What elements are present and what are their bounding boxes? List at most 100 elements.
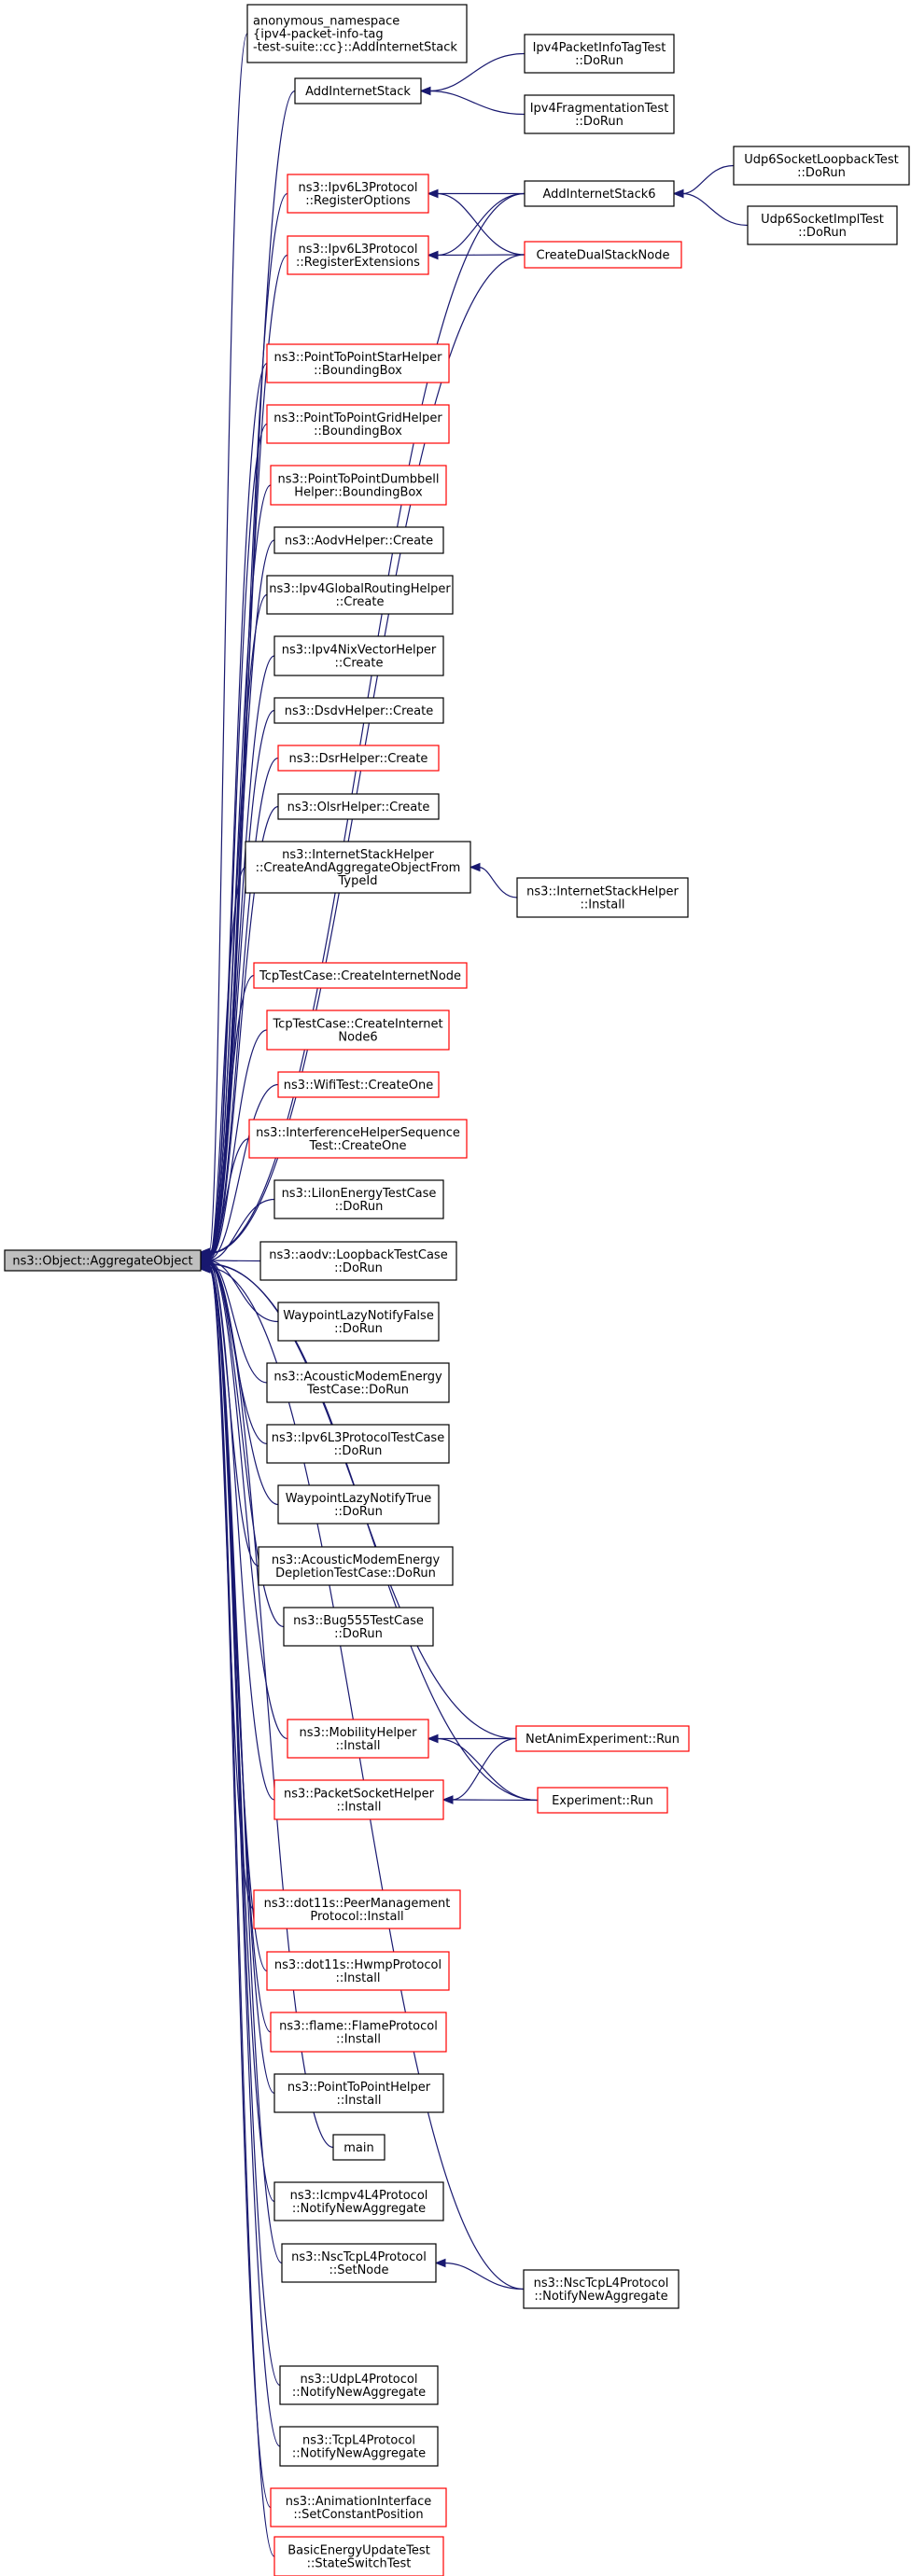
graph-node[interactable]: ns3::PointToPointHelper::Install (273, 2073, 444, 2113)
edge-n_exprun-to-root (208, 1263, 539, 1802)
node-label: ::Install (336, 2033, 381, 2047)
node-label: TypeId (338, 874, 378, 888)
node-label: ns3::flame::FlameProtocol (279, 2020, 438, 2034)
graph-node[interactable]: WaypointLazyNotifyTrue::DoRun (277, 1484, 440, 1525)
edge-n_ipv4gr-to-root (208, 593, 268, 1257)
graph-node[interactable]: ns3::Ipv6L3Protocol::RegisterExtensions (287, 235, 429, 275)
graph-node[interactable]: ns3::dot11s::HwmpProtocol::Install (266, 1951, 450, 1991)
node-label: ns3::aodv::LoopbackTestCase (269, 1248, 447, 1262)
graph-node[interactable]: ns3::InternetStackHelper::CreateAndAggre… (245, 841, 471, 894)
graph-node[interactable]: NetAnimExperiment::Run (515, 1725, 690, 1752)
graph-node[interactable]: ns3::InterferenceHelperSequenceTest::Cre… (248, 1119, 468, 1159)
node-label: ::Install (337, 2094, 382, 2108)
node-label: ::Install (337, 1801, 382, 1815)
node-label: ns3::InterferenceHelperSequence (256, 1126, 460, 1140)
node-label: TcpTestCase::CreateInternet (272, 1018, 442, 1032)
node-label: ::DoRun (334, 1261, 383, 1275)
node-label: ns3::Ipv4NixVectorHelper (282, 644, 437, 658)
graph-node[interactable]: BasicEnergyUpdateTest::StateSwitchTest (273, 2536, 444, 2576)
node-label: TcpTestCase::CreateInternetNode (259, 969, 461, 983)
graph-node[interactable]: Ipv4FragmentationTest::DoRun (524, 94, 675, 134)
node-label: ns3::dot11s::PeerManagement (264, 1897, 451, 1911)
node-box (277, 1484, 440, 1525)
graph-node[interactable]: ns3::Ipv4GlobalRoutingHelper::Create (266, 575, 454, 615)
node-label: AddInternetStack (305, 85, 411, 99)
graph-node[interactable]: AddInternetStack (294, 77, 422, 104)
node-label: ns3::Icmpv4L4Protocol (290, 2189, 428, 2203)
graph-node[interactable]: ns3::NscTcpL4Protocol::SetNode (281, 2243, 437, 2283)
node-box (294, 77, 422, 104)
graph-node[interactable]: ns3::AodvHelper::Create (273, 526, 444, 554)
node-box (270, 2487, 447, 2527)
graph-node[interactable]: ns3::UdpL4Protocol::NotifyNewAggregate (279, 2365, 439, 2405)
node-box (287, 174, 429, 214)
graph-node[interactable]: ns3::dot11s::PeerManagementProtocol::Ins… (253, 1889, 461, 1929)
node-label: ::Create (336, 595, 385, 609)
node-label: ns3::NscTcpL4Protocol (291, 2250, 427, 2264)
graph-node[interactable]: ns3::AcousticModemEnergyDepletionTestCas… (258, 1546, 454, 1586)
graph-node[interactable]: ns3::DsrHelper::Create (277, 745, 440, 772)
edge-n_tcpcin-to-root (208, 974, 255, 1260)
graph-node[interactable]: ns3::MobilityHelper::Install (287, 1719, 429, 1759)
graph-node[interactable]: WaypointLazyNotifyFalse::DoRun (277, 1302, 440, 1342)
graph-node[interactable]: ns3::Ipv6L3ProtocolTestCase::DoRun (266, 1424, 450, 1464)
edge-n_ishc-to-root (208, 866, 246, 1259)
edge-n_netanim-to-n_pktsock (451, 1737, 517, 1801)
graph-node[interactable]: Udp6SocketImplTest::DoRun (747, 205, 898, 245)
graph-node[interactable]: anonymous_namespace{ipv4-packet-info-tag… (246, 4, 468, 63)
graph-node[interactable]: ns3::PointToPointDumbbellHelper::Boundin… (270, 465, 447, 506)
edge-n_nscnotify-to-root (208, 1267, 525, 2291)
node-label: ::DoRun (575, 115, 624, 129)
edge-n_ishi-to-n_ishc (478, 866, 518, 898)
graph-node[interactable]: ns3::Icmpv4L4Protocol::NotifyNewAggregat… (273, 2181, 444, 2221)
node-box (537, 1787, 668, 1814)
graph-node[interactable]: ns3::Bug555TestCase::DoRun (283, 1607, 434, 1647)
arrowhead-n_ishi-to-n_ishc (469, 862, 481, 872)
graph-node[interactable]: ns3::DsdvHelper::Create (273, 697, 444, 724)
graph-node[interactable]: ns3::aodv::LoopbackTestCase::DoRun (259, 1241, 457, 1281)
graph-node[interactable]: ns3::NscTcpL4Protocol::NotifyNewAggregat… (523, 2269, 680, 2309)
graph-node[interactable]: ns3::PointToPointStarHelper::BoundingBox (266, 343, 450, 383)
edge-n_cdsn-to-n_regopt (436, 192, 526, 256)
graph-node[interactable]: main (332, 2134, 385, 2161)
node-box (287, 235, 429, 275)
graph-node[interactable]: ns3::LiIonEnergyTestCase::DoRun (273, 1179, 444, 1219)
node-label: Node6 (338, 1031, 377, 1045)
node-label: ::DoRun (797, 166, 846, 180)
graph-node[interactable]: ns3::AnimationInterface::SetConstantPosi… (270, 2487, 447, 2527)
arrowhead-n_udp6impl-to-n_ais6 (672, 188, 684, 199)
root-node[interactable]: ns3::Object::AggregateObject (4, 1249, 202, 1272)
node-label: ::BoundingBox (314, 364, 402, 378)
graph-node[interactable]: ns3::PointToPointGridHelper::BoundingBox (266, 404, 450, 444)
node-box (266, 1010, 450, 1051)
graph-node[interactable]: TcpTestCase::CreateInternetNode (253, 962, 468, 989)
graph-node[interactable]: ns3::InternetStackHelper::Install (516, 877, 689, 918)
graph-node[interactable]: ns3::Ipv4NixVectorHelper::Create (273, 635, 444, 676)
graph-node[interactable]: CreateDualStackNode (524, 241, 682, 269)
node-box (266, 1951, 450, 1991)
node-box (523, 2269, 680, 2309)
graph-node[interactable]: ns3::OlsrHelper::Create (277, 793, 440, 820)
graph-node[interactable]: ns3::Ipv6L3Protocol::RegisterOptions (287, 174, 429, 214)
node-label: ::DoRun (335, 1200, 384, 1214)
graph-node[interactable]: Udp6SocketLoopbackTest::DoRun (733, 146, 910, 186)
node-label: ns3::TcpL4Protocol (302, 2434, 415, 2448)
node-label: NetAnimExperiment::Run (526, 1733, 680, 1747)
edge-n_acmet-to-root (208, 1260, 268, 1384)
graph-node[interactable]: ns3::flame::FlameProtocol::Install (270, 2012, 447, 2053)
graph-node[interactable]: Ipv4PacketInfoTagTest::DoRun (524, 34, 675, 74)
node-label: ::SetNode (329, 2263, 388, 2277)
graph-node[interactable]: ns3::TcpL4Protocol::NotifyNewAggregate (279, 2426, 439, 2467)
graph-node[interactable]: ns3::PacketSocketHelper::Install (273, 1779, 444, 1820)
graph-node[interactable]: AddInternetStack6 (524, 180, 675, 207)
node-label: ns3::Ipv6L3Protocol (299, 181, 418, 195)
edge-n_mobi-to-root (208, 1263, 288, 1740)
node-label: AddInternetStack6 (542, 188, 655, 202)
node-box (273, 2073, 444, 2113)
edge-n_exprun-to-n_mobi (436, 1737, 539, 1802)
graph-node[interactable]: Experiment::Run (537, 1787, 668, 1814)
graph-node[interactable]: ns3::WifiTest::CreateOne (277, 1071, 440, 1098)
arrowhead-n_exprun-to-n_pktsock (441, 1795, 454, 1804)
